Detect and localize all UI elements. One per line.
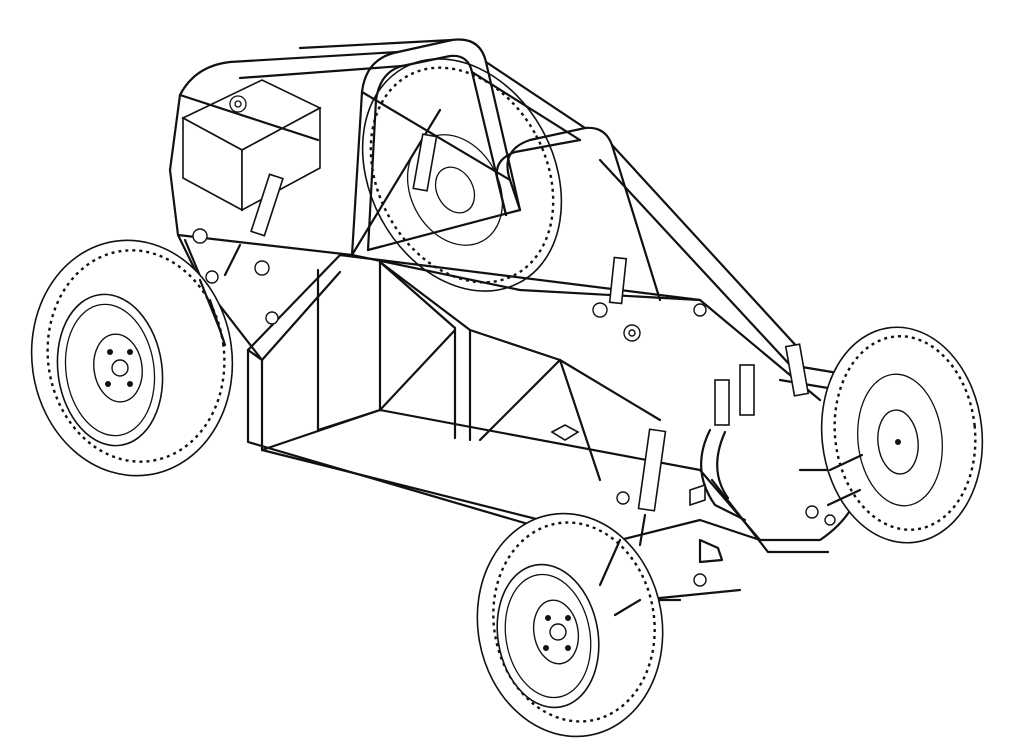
wheel-rear-left: [30, 239, 234, 477]
wheel-front-left: [476, 512, 664, 738]
frame-fittings: [192, 228, 836, 587]
shock-absorbers: [223, 133, 810, 547]
suspension-arms: [198, 278, 864, 617]
wheel-front-right: [820, 326, 984, 544]
fuel-tank: [181, 79, 322, 212]
tube-frame: [168, 38, 934, 602]
